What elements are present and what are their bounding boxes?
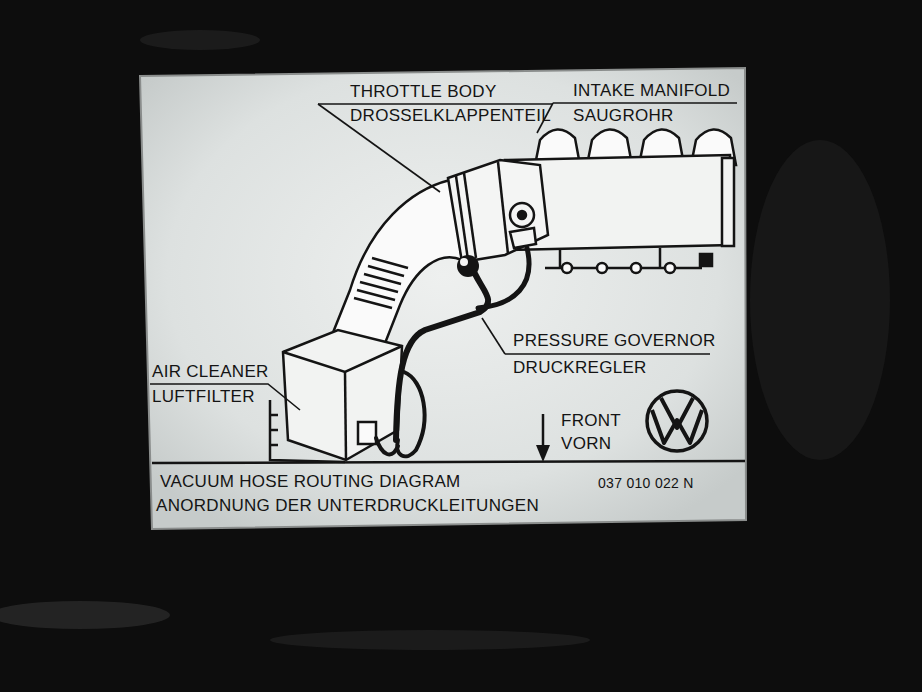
label-underline: [553, 102, 737, 104]
leader-lines: [150, 103, 737, 410]
paint-reflection: [140, 30, 260, 50]
leader-line: [150, 384, 300, 410]
direction-label: FRONT: [561, 411, 621, 431]
part-number: 037 010 022 N: [598, 475, 694, 492]
vacuum-hose: [478, 248, 529, 308]
air-cleaner-inlet: [358, 422, 376, 444]
sticker: [140, 68, 746, 529]
vacuum-hose: [397, 372, 424, 456]
sticker-title: VACUUM HOSE ROUTING DIAGRAM: [160, 472, 461, 492]
pressure-governor: [457, 255, 479, 277]
intake-tube: [330, 180, 462, 356]
vacuum-hoses: [376, 248, 529, 456]
paint-reflection: [0, 601, 170, 629]
sticker-title: ANORDNUNG DER UNTERDRUCKLEITUNGEN: [156, 496, 539, 516]
part-name: LUFTFILTER: [152, 387, 255, 407]
injector: [631, 263, 641, 273]
throttle-shaft: [518, 211, 526, 219]
injector: [665, 263, 675, 273]
throttle-flange: [498, 162, 508, 254]
band-divider: [152, 461, 745, 463]
arrow-head: [536, 445, 550, 462]
hose-rib: [364, 274, 401, 284]
logo-ring: [647, 391, 707, 451]
vw-logo: [647, 391, 707, 451]
throttle-rib: [464, 173, 476, 258]
part-name: INTAKE MANIFOLD: [573, 81, 730, 101]
manifold-end-cap: [722, 158, 734, 246]
vacuum-hose: [376, 438, 398, 454]
air-cleaner-edge: [345, 372, 346, 460]
injector: [597, 263, 607, 273]
rail-bracket: [559, 250, 562, 268]
hose-rib: [368, 266, 404, 276]
paint-reflection: [270, 630, 590, 650]
part-name: SAUGROHR: [573, 106, 674, 126]
injector: [562, 263, 572, 273]
rail-end: [700, 254, 712, 266]
rail-bracket: [659, 248, 662, 268]
air-cleaner-box: [283, 330, 402, 460]
front-arrow: [536, 414, 550, 462]
housing-tick: [270, 414, 278, 417]
direction-label: VORN: [561, 434, 611, 454]
hose-rib: [357, 290, 395, 300]
part-name: PRESSURE GOVERNOR: [513, 331, 716, 351]
throttle-linkage: [510, 203, 534, 227]
hose-rib: [354, 298, 392, 308]
intake-hose: [330, 180, 462, 356]
air-cleaner: [270, 330, 402, 462]
arrow-shaft: [542, 414, 545, 448]
hose-rib: [360, 282, 398, 292]
part-name: DRUCKREGLER: [513, 358, 647, 378]
logo-w: [652, 410, 702, 443]
paint-reflection: [750, 140, 890, 460]
air-cleaner-housing: [270, 400, 345, 462]
hose-rib: [372, 258, 408, 268]
leader-line: [482, 318, 505, 354]
air-cleaner-lid: [283, 346, 402, 372]
label-underline: [505, 353, 710, 355]
throttle-housing: [448, 160, 548, 262]
part-name: THROTTLE BODY: [350, 82, 497, 102]
part-name: DROSSELKLAPPENTEIL: [350, 106, 551, 126]
pressure-governor-port: [460, 258, 468, 266]
throttle-switch: [510, 228, 536, 248]
vacuum-hose: [396, 262, 488, 440]
part-name: AIR CLEANER: [152, 362, 269, 382]
housing-tick: [270, 444, 278, 447]
label-underline: [318, 103, 552, 105]
housing-tick: [270, 429, 278, 432]
throttle-body: [448, 160, 548, 262]
